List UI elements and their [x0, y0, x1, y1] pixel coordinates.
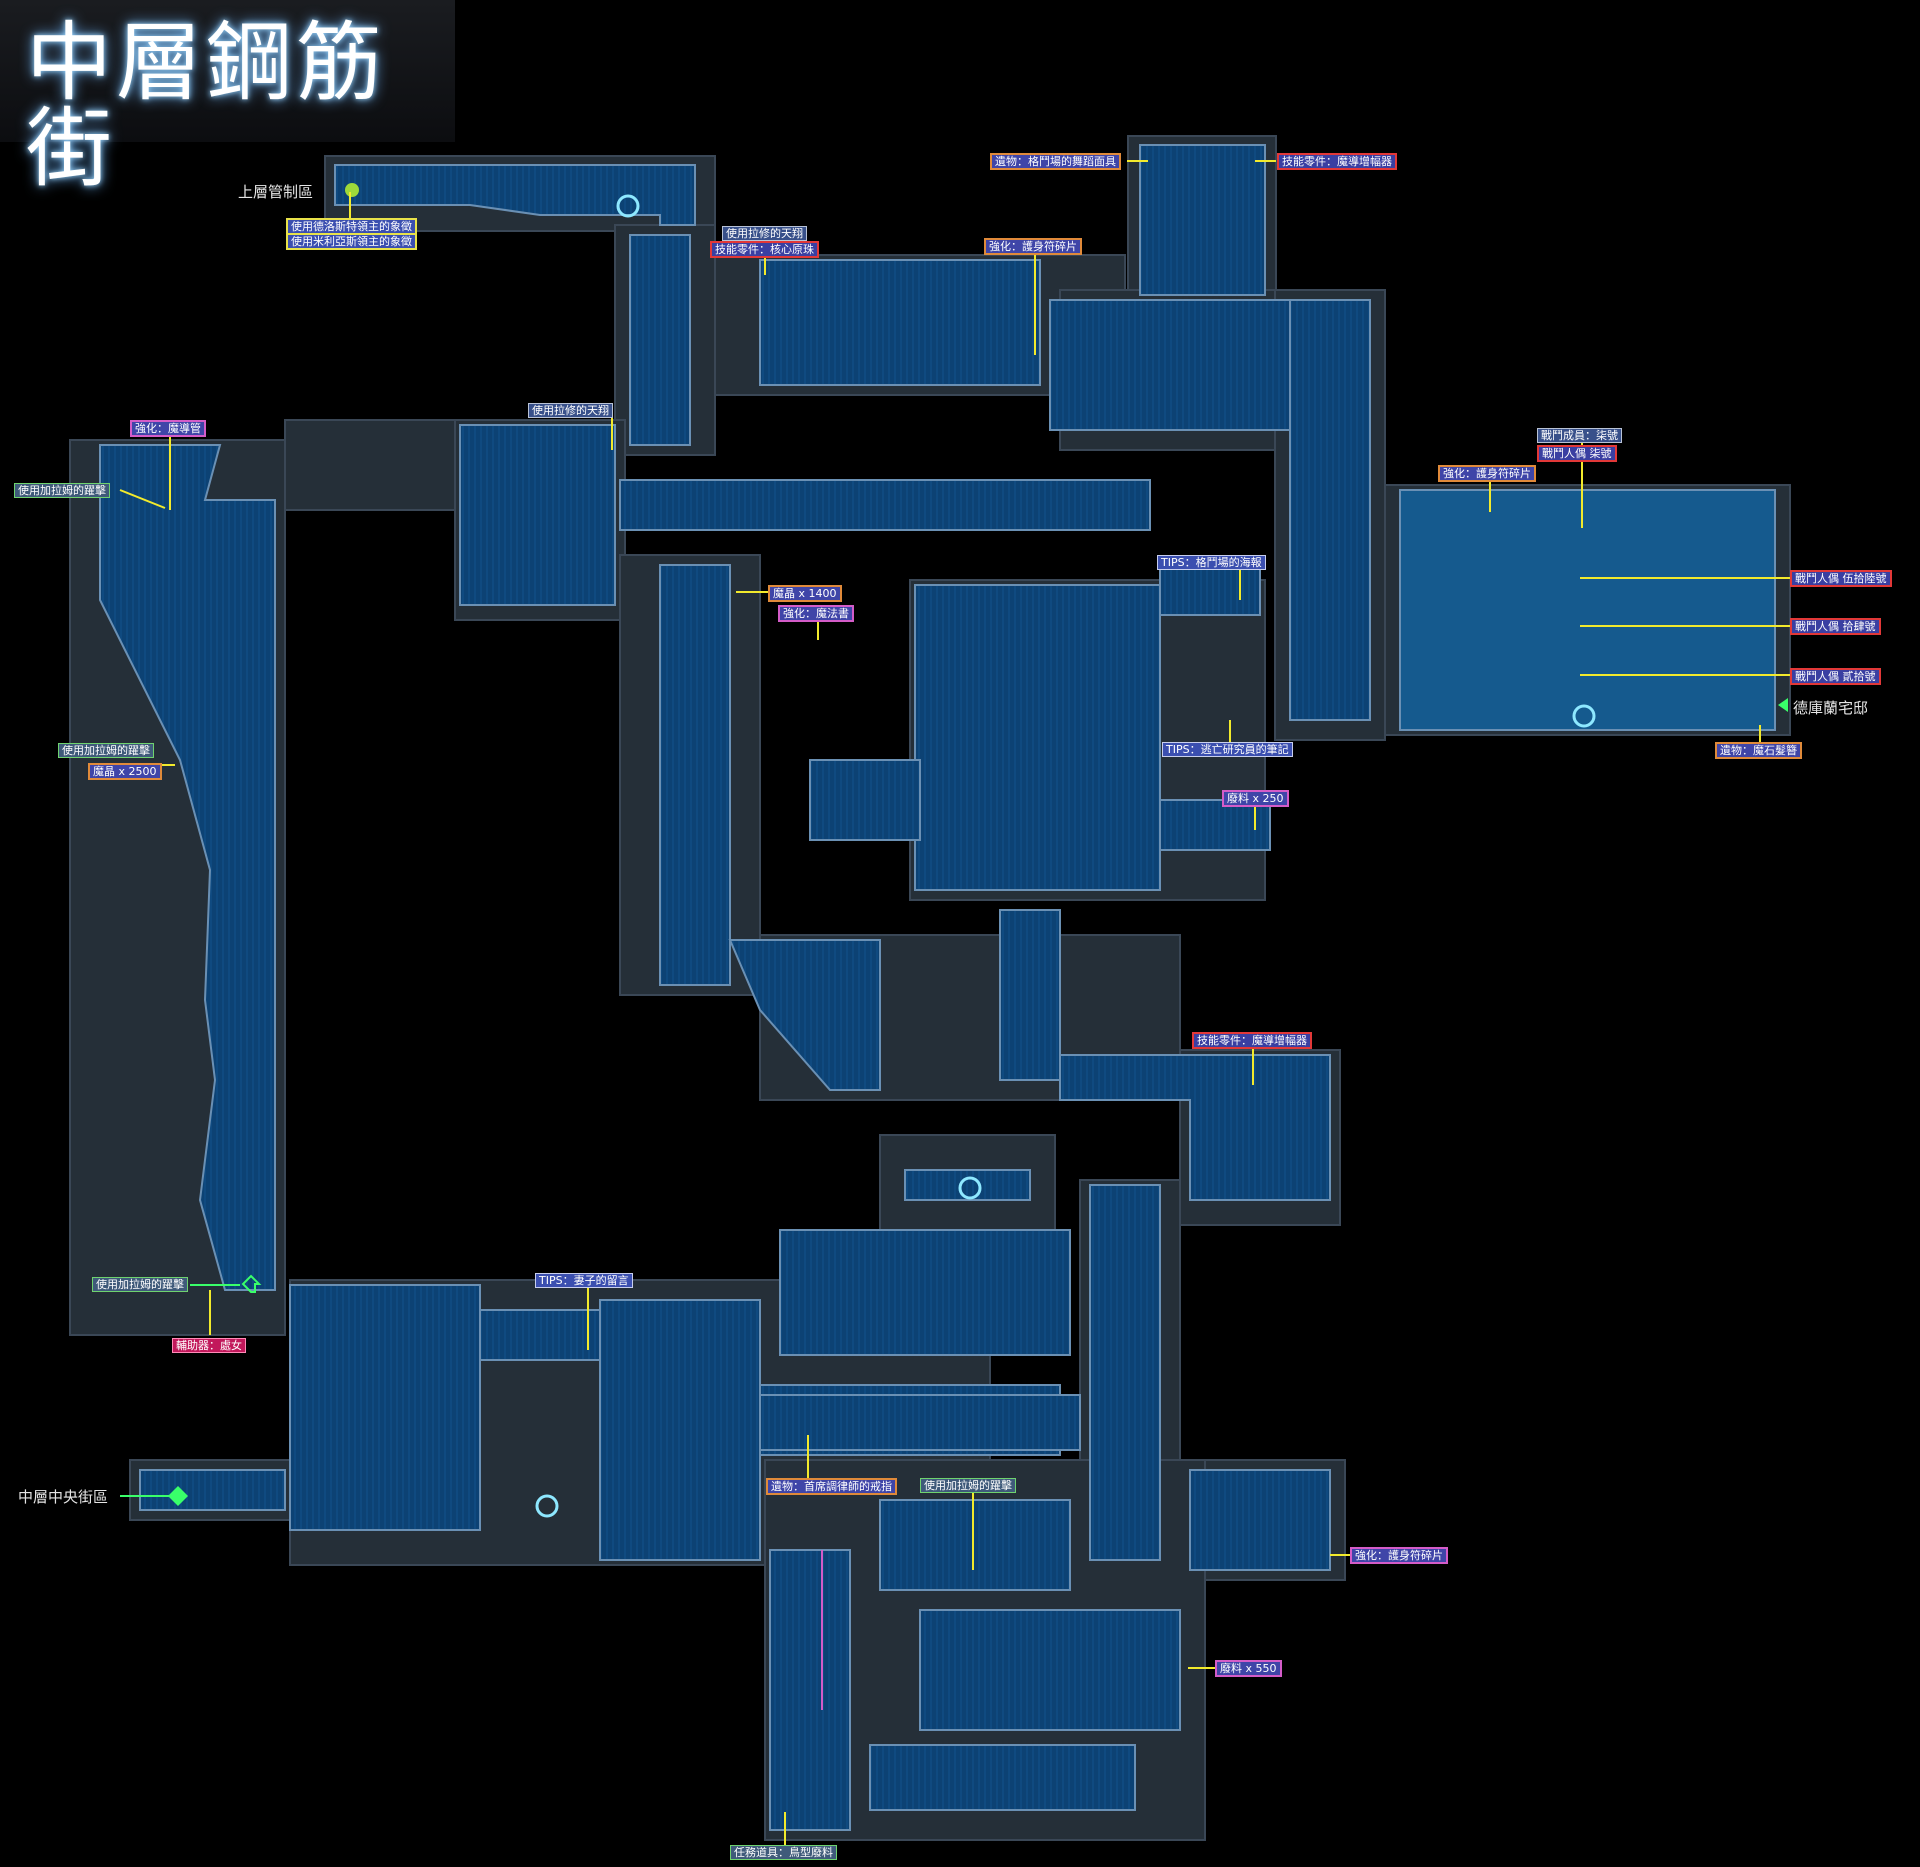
room-save-center	[904, 1169, 1031, 1201]
green-leaders	[120, 1284, 240, 1497]
room-shaft-north	[629, 234, 691, 446]
label-doll-14: 戰鬥人偶 拾肆號	[1790, 618, 1881, 635]
label-crystal-2500: 魔晶 x 2500	[88, 763, 162, 780]
title-plate: 中層鋼筋街	[0, 0, 455, 192]
label-use-galamu-2: 使用加拉姆的躍擊	[58, 743, 154, 758]
room-west-exit	[139, 1469, 286, 1511]
room-center-hall	[914, 584, 1161, 891]
room-ring-hall	[759, 1394, 1081, 1451]
label-tips-poster: TIPS：格鬥場的海報	[1157, 555, 1266, 570]
label-skill-amp-1: 技能零件：魔導增幅器	[1277, 153, 1397, 170]
room-mid-south	[599, 1299, 761, 1561]
room-west-tower	[99, 444, 276, 1291]
up-arrow-icon	[241, 1274, 262, 1293]
label-doll-20: 戰鬥人偶 貳拾號	[1790, 668, 1881, 685]
room-sw-stairs	[728, 939, 881, 1091]
label-combat-member: 戰鬥成員：柒號	[1537, 428, 1622, 443]
label-use-galamu-1: 使用加拉姆的躍擊	[14, 483, 110, 498]
save-point-icon	[1572, 704, 1596, 728]
label-use-glide-2: 使用拉修的天翔	[528, 403, 613, 418]
label-material-550: 廢料 x 550	[1215, 1660, 1282, 1677]
room-east-shaft	[1289, 299, 1371, 721]
room-south-base	[869, 1744, 1136, 1811]
label-skill-core: 技能零件：核心原珠	[710, 241, 819, 258]
label-enh-conduit: 強化：魔導管	[130, 420, 206, 437]
label-enh-amulet-3: 強化：護身符碎片	[1350, 1547, 1448, 1564]
save-point-icon	[958, 1176, 982, 1200]
room-nw-hall	[459, 424, 616, 606]
room-south-arena	[779, 1229, 1071, 1356]
label-use-galamu-3: 使用加拉姆的躍擊	[92, 1277, 188, 1292]
room-west-column	[659, 564, 731, 986]
upper-control-marker-icon	[345, 183, 359, 197]
room-relic-mask	[1139, 144, 1266, 296]
leader-lines	[119, 160, 1792, 1845]
middle-central-area-label[interactable]: 中層中央街區	[18, 1488, 109, 1506]
save-points	[535, 194, 1596, 1518]
room-upper-entrance	[334, 164, 696, 226]
room-southwest-hall	[289, 1284, 481, 1531]
area-markers	[168, 183, 1788, 1506]
label-skill-amp-2: 技能零件：魔導增幅器	[1192, 1032, 1312, 1049]
label-enh-grimoire: 強化：魔法書	[778, 605, 854, 622]
label-tips-wife: TIPS：妻子的留言	[535, 1273, 633, 1288]
label-doll-7: 戰鬥人偶 柒號	[1537, 445, 1617, 462]
label-use-galamu-4: 使用加拉姆的躍擊	[920, 1478, 1016, 1493]
label-relic-ring: 遺物：首席調律師的戒指	[766, 1478, 897, 1495]
label-enh-amulet-1: 強化：護身符碎片	[984, 238, 1082, 255]
save-point-icon	[535, 1494, 559, 1518]
room-center-west	[809, 759, 921, 841]
room-material-550	[919, 1609, 1181, 1731]
label-doll-56: 戰鬥人偶 伍拾陸號	[1790, 570, 1892, 587]
room-mansion-gate	[1399, 489, 1776, 731]
room-south-shaft	[769, 1549, 851, 1831]
label-aux-maiden: 輔助器：處女	[172, 1338, 246, 1353]
upper-control-area-label[interactable]: 上層管制區	[238, 183, 314, 201]
label-relic-hairpin: 遺物：魔石髮簪	[1715, 742, 1802, 759]
room-stair-east	[1189, 1469, 1331, 1571]
room-bridge	[619, 479, 1151, 531]
label-tips-researcher: TIPS：逃亡研究員的筆記	[1162, 742, 1293, 757]
room-tips-poster	[1159, 564, 1261, 616]
west-exit-marker-icon	[168, 1486, 188, 1506]
label-enh-amulet-2: 強化：護身符碎片	[1438, 465, 1536, 482]
label-quest-item: 任務道具：鳥型廢料	[730, 1845, 837, 1860]
save-point-icon	[616, 194, 640, 218]
label-relic-mask: 遺物：格鬥場的舞蹈面具	[990, 153, 1121, 170]
label-material-250: 廢料 x 250	[1222, 790, 1289, 807]
label-crystal-1400: 魔晶 x 1400	[768, 585, 842, 602]
room-galamu-south	[879, 1499, 1071, 1591]
room-material-250	[1159, 799, 1271, 851]
room-east-tower-south	[1089, 1184, 1161, 1561]
map-title: 中層鋼筋街	[26, 13, 386, 199]
room-center-shaft	[999, 909, 1061, 1081]
room-tips-wife	[479, 1309, 601, 1361]
room-rect-north	[759, 259, 1041, 386]
label-use-glide-1: 使用拉修的天翔	[722, 226, 807, 241]
derland-mansion-area-label[interactable]: 德庫蘭宅邸	[1793, 699, 1869, 717]
room-amp-2	[1059, 1054, 1331, 1201]
label-mirca-crest: 使用米利亞斯領主的象徵	[286, 233, 417, 250]
mansion-marker-icon	[1778, 698, 1788, 712]
